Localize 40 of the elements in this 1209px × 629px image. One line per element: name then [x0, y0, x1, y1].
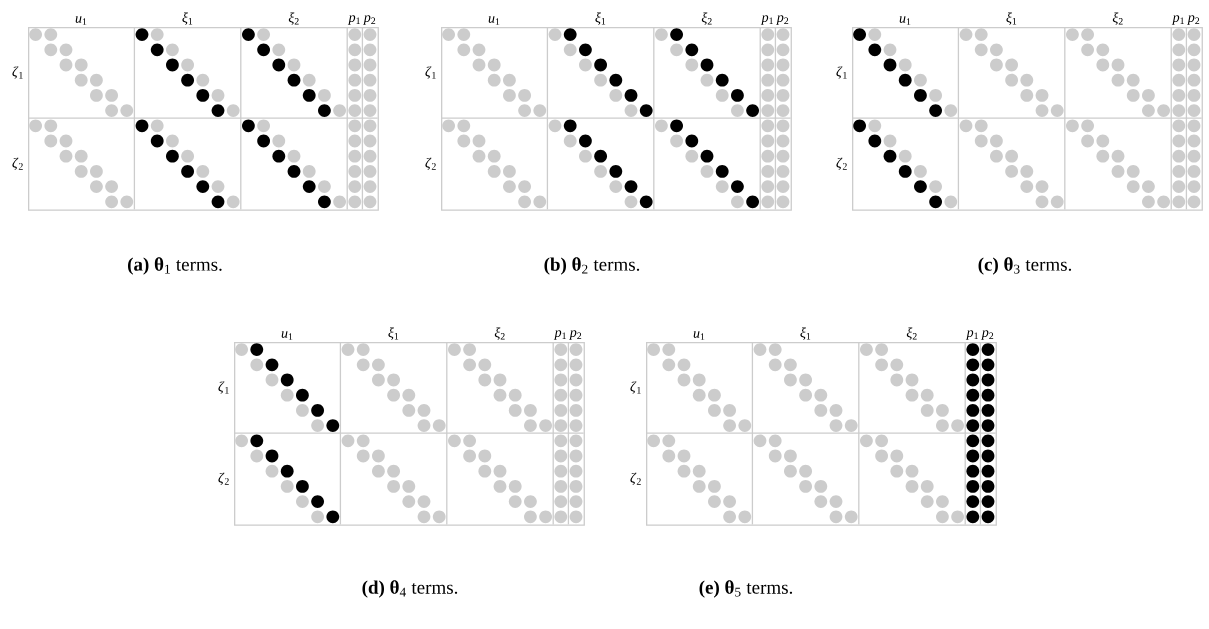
column-header: ξ$_{2}$ [1112, 12, 1123, 25]
row-label: ζ$_{1}$ [836, 66, 847, 79]
row-label: ζ$_{2}$ [218, 472, 229, 485]
column-header: p$_{2}$ [776, 15, 789, 25]
column-header: u$_{1}$ [693, 331, 705, 340]
column-header: ξ$_{2}$ [288, 12, 299, 25]
column-header: u$_{1}$ [899, 16, 911, 25]
subfigure-caption: (c) θ$_{3}$ terms. [978, 257, 1072, 275]
column-header: ξ$_{2}$ [701, 12, 712, 25]
row-label: ζ$_{1}$ [218, 381, 229, 394]
column-header: p$_{1}$ [760, 15, 773, 25]
row-label: ζ$_{2}$ [630, 472, 641, 485]
column-header: ξ$_{1}$ [182, 12, 193, 25]
subfigure-caption: (b) θ$_{2}$ terms. [544, 257, 640, 275]
row-label: ζ$_{2}$ [836, 157, 847, 170]
column-header: p$_{1}$ [965, 330, 978, 340]
column-header: p$_{2}$ [981, 330, 994, 340]
row-label: ζ$_{1}$ [630, 381, 641, 394]
column-header: p$_{1}$ [1171, 15, 1184, 25]
column-header: ξ$_{1}$ [800, 327, 811, 340]
column-header: p$_{2}$ [1187, 15, 1200, 25]
column-header: ξ$_{1}$ [1006, 12, 1017, 25]
column-header: u$_{1}$ [488, 16, 500, 25]
column-header: u$_{1}$ [281, 331, 293, 340]
column-header: u$_{1}$ [75, 16, 87, 25]
column-header: p$_{1}$ [553, 330, 566, 340]
column-header: ξ$_{1}$ [388, 327, 399, 340]
row-label: ζ$_{2}$ [12, 157, 23, 170]
subfigure-caption: (e) θ$_{5}$ terms. [699, 580, 793, 598]
column-header: ξ$_{2}$ [494, 327, 505, 340]
column-header: ξ$_{2}$ [906, 327, 917, 340]
row-label: ζ$_{2}$ [425, 157, 436, 170]
column-header: p$_{2}$ [363, 15, 376, 25]
column-header: p$_{1}$ [347, 15, 360, 25]
row-label: ζ$_{1}$ [425, 66, 436, 79]
subfigure-caption: (d) θ$_{4}$ terms. [362, 580, 458, 598]
column-header: p$_{2}$ [569, 330, 582, 340]
row-label: ζ$_{1}$ [12, 66, 23, 79]
column-header: ξ$_{1}$ [595, 12, 606, 25]
subfigure-caption: (a) θ$_{1}$ terms. [128, 257, 222, 275]
